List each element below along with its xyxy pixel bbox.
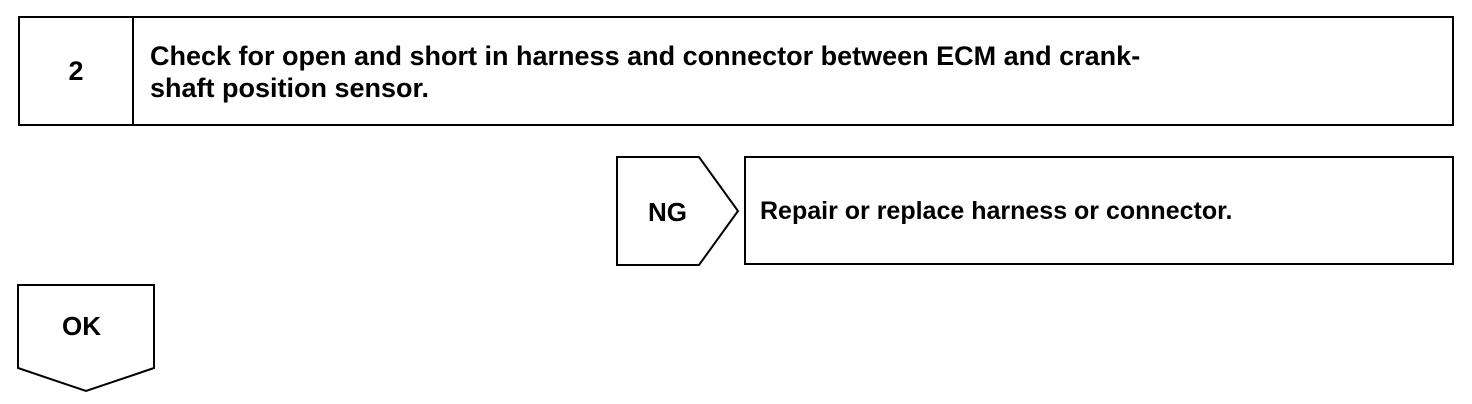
step-description: Check for open and short in harness and … — [134, 18, 1452, 124]
ng-action-text: Repair or replace harness or connector. — [760, 197, 1233, 225]
ng-label: NG — [648, 197, 687, 227]
step-description-line-2: shaft position sensor. — [150, 73, 430, 103]
step-box: 2 Check for open and short in harness an… — [18, 16, 1454, 126]
step-number: 2 — [20, 18, 134, 124]
ok-label: OK — [62, 311, 101, 341]
step-description-line-1: Check for open and short in harness and … — [150, 41, 1141, 71]
